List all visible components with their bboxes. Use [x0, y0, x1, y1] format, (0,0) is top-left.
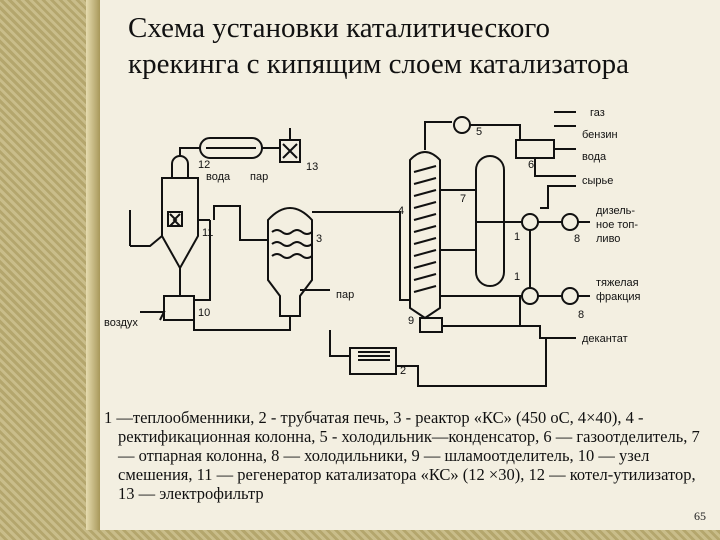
label-voda: вода	[582, 151, 607, 163]
label-vozduh: воздух	[104, 317, 138, 329]
page-number: 65	[694, 509, 706, 523]
process-diagram: 12 13 11 3 4 5 6 7 1 8 1 8 9 10 2 вода п…	[104, 110, 641, 387]
num-9: 9	[408, 315, 414, 327]
label-par-12: пар	[250, 171, 268, 183]
num-6: 6	[528, 159, 534, 171]
label-heavy-1: тяжелая	[596, 277, 639, 289]
frame-pattern	[0, 0, 100, 540]
label-voda-12: вода	[206, 171, 231, 183]
label-diesel-3: ливо	[596, 233, 620, 245]
label-heavy-2: фракция	[596, 291, 641, 303]
num-5: 5	[476, 126, 482, 138]
title-line-2: крекинга с кипящим слоем катализатора	[128, 48, 629, 80]
mixer-10	[163, 295, 195, 321]
slide-title: Схема установки каталитического крекинга…	[128, 10, 708, 82]
furnace-2	[349, 347, 397, 375]
sludge-separator-9	[419, 317, 443, 333]
label-gaz: газ	[590, 110, 605, 119]
reactor-3	[267, 207, 313, 317]
label-syrye: сырье	[582, 175, 613, 187]
num-4: 4	[398, 205, 404, 217]
num-1a: 1	[514, 231, 520, 243]
num-7: 7	[460, 193, 466, 205]
regenerator-11	[161, 177, 199, 271]
num-13: 13	[306, 161, 318, 173]
column-4	[409, 151, 441, 320]
frame-stripe	[86, 0, 100, 540]
num-10: 10	[198, 307, 210, 319]
label-benzin: бензин	[582, 129, 618, 141]
label-dekantat: декантат	[582, 333, 628, 345]
cooler-8b	[561, 287, 579, 305]
label-diesel-2: ное топ-	[596, 219, 638, 231]
num-11: 11	[202, 227, 213, 239]
heat-coil	[167, 211, 183, 227]
num-12: 12	[198, 159, 210, 171]
num-3: 3	[316, 233, 322, 245]
cooler-8a	[561, 213, 579, 231]
label-par-3: пар	[336, 289, 354, 301]
title-line-1: Схема установки каталитического	[128, 12, 551, 44]
legend-caption: 1 —теплообменники, 2 - трубчатая печь, 3…	[104, 408, 704, 503]
legend-text: 1 —теплообменники, 2 - трубчатая печь, 3…	[104, 408, 700, 503]
heat-exchanger-1a	[521, 213, 539, 231]
cooler-5	[453, 116, 471, 134]
separator-6	[515, 139, 555, 159]
num-2: 2	[400, 365, 406, 377]
decorative-frame-left	[0, 0, 100, 540]
decorative-frame-bottom	[0, 530, 720, 540]
label-diesel-1: дизель-	[596, 205, 635, 217]
num-8a: 8	[574, 233, 580, 245]
num-1b: 1	[514, 271, 520, 283]
heat-exchanger-1b	[521, 287, 539, 305]
num-8b: 8	[578, 309, 584, 321]
